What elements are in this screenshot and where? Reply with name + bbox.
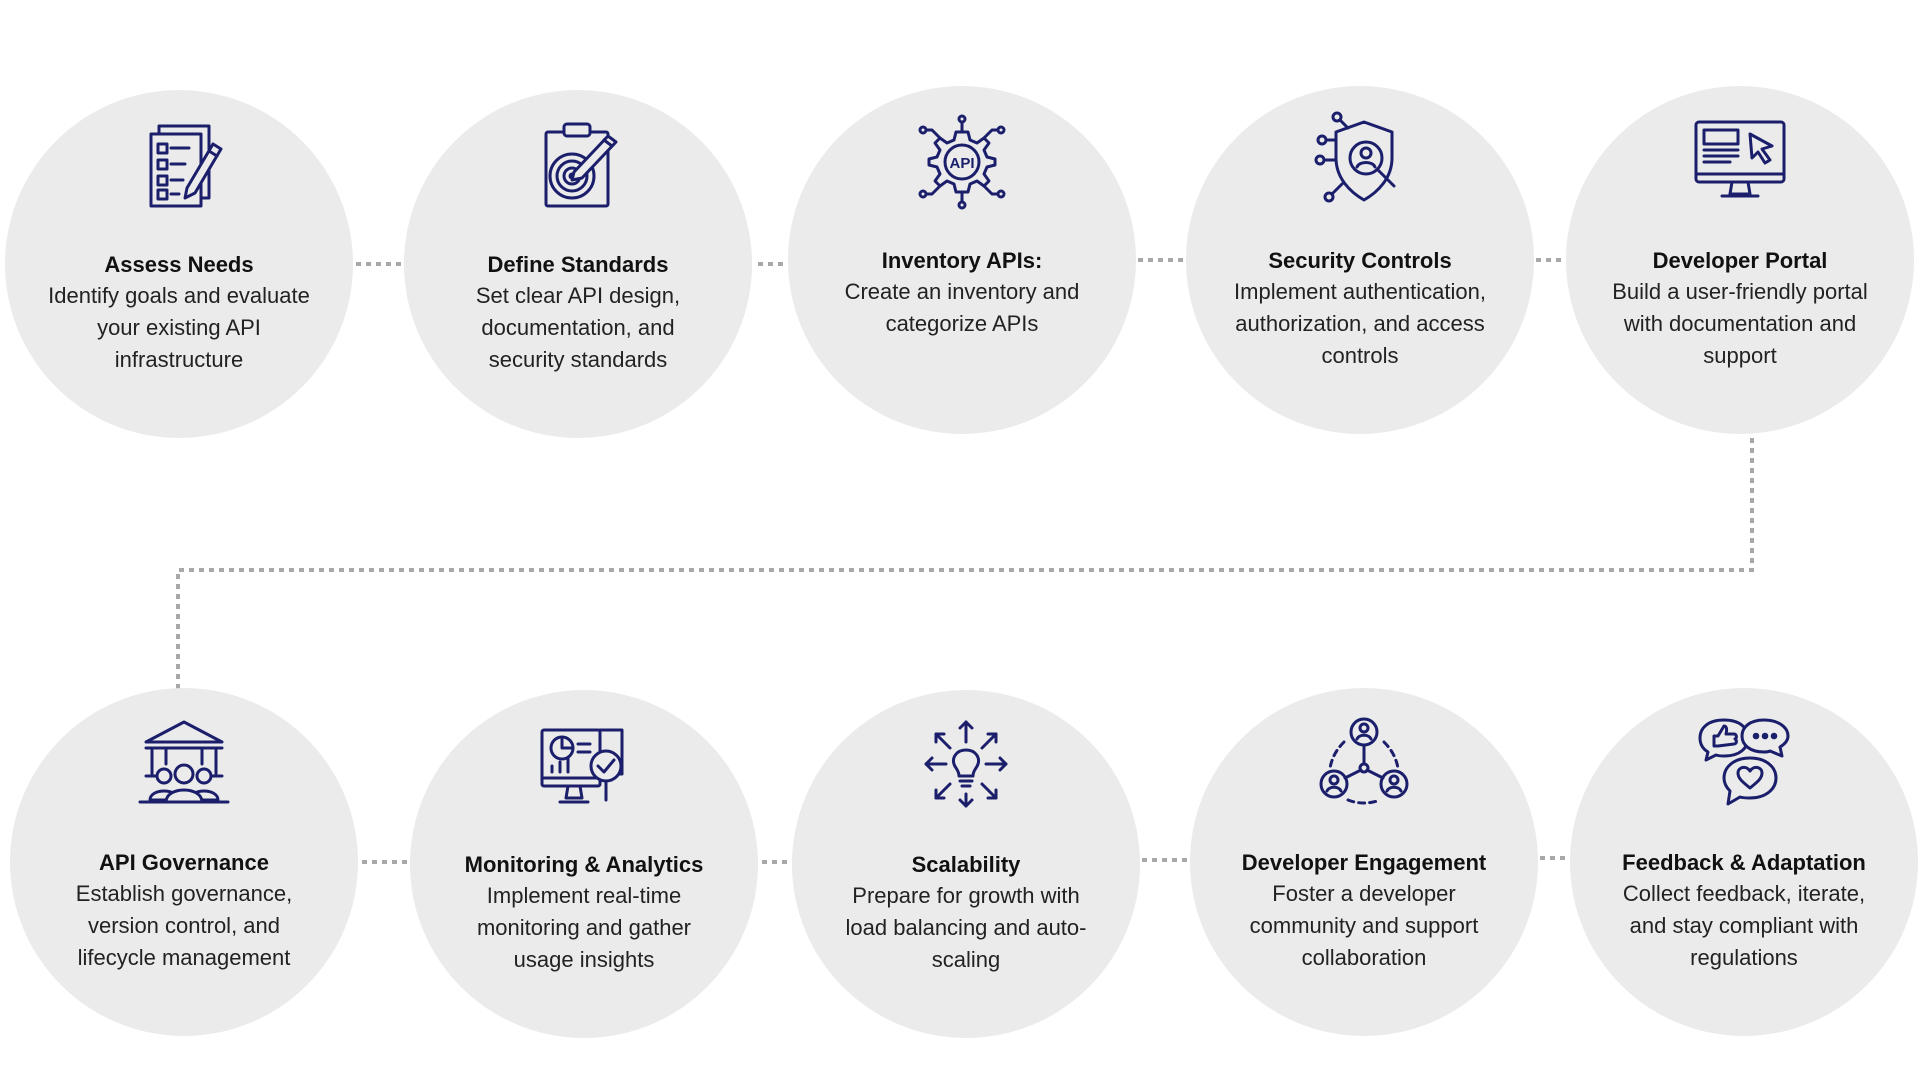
step-title: API Governance <box>99 850 269 875</box>
step-description: Create an inventory and categorize APIs <box>844 279 1080 336</box>
step-description: Build a user-friendly portal with docume… <box>1612 279 1868 368</box>
step-description: Foster a developer community and support… <box>1249 881 1479 970</box>
step-title: Developer Portal <box>1652 248 1828 273</box>
step-title: Developer Engagement <box>1241 850 1487 875</box>
step-title: Security Controls <box>1268 248 1452 273</box>
step-assess-needs: Assess Needs Identify goals and evaluate… <box>5 90 353 438</box>
step-title: Define Standards <box>487 252 669 277</box>
step-title: Assess Needs <box>104 252 254 277</box>
step-developer-portal: Developer Portal Build a user-friendly p… <box>1566 86 1914 434</box>
api-gear-icon: API <box>912 110 1012 210</box>
step-description: Prepare for growth with load balancing a… <box>845 883 1087 972</box>
step-title: Monitoring & Analytics <box>464 852 704 877</box>
step-description: Implement authentication, authorization,… <box>1234 279 1486 368</box>
checklist-pencil-icon <box>129 114 229 214</box>
monitor-cursor-icon <box>1690 110 1790 210</box>
chat-bubbles-icon <box>1694 712 1794 812</box>
step-feedback-adaptation: Feedback & Adaptation Collect feedback, … <box>1570 688 1918 1036</box>
connector-row-wrap <box>176 438 1754 690</box>
step-description: Set clear API design, documentation, and… <box>475 283 681 372</box>
analytics-monitor-icon <box>534 714 634 814</box>
community-network-icon <box>1314 712 1414 812</box>
lightbulb-arrows-icon <box>916 714 1016 814</box>
step-api-governance: API Governance Establish governance, ver… <box>10 688 358 1036</box>
step-developer-engagement: Developer Engagement Foster a developer … <box>1190 688 1538 1036</box>
step-scalability: Scalability Prepare for growth with load… <box>792 690 1140 1038</box>
shield-user-icon <box>1310 110 1410 210</box>
step-description: Collect feedback, iterate, and stay comp… <box>1622 881 1866 970</box>
step-description: Implement real-time monitoring and gathe… <box>476 883 692 972</box>
step-monitoring-analytics: Monitoring & Analytics Implement real-ti… <box>410 690 758 1038</box>
step-description: Establish governance, version control, a… <box>75 881 293 970</box>
step-title: Feedback & Adaptation <box>1622 850 1866 875</box>
step-inventory-apis: API Inventory APIs: Create an inventory … <box>788 86 1136 434</box>
step-define-standards: Define Standards Set clear API design, d… <box>404 90 752 438</box>
step-title: Scalability <box>911 852 1021 877</box>
step-title: Inventory APIs: <box>881 248 1043 273</box>
institution-people-icon <box>134 712 234 812</box>
api-icon-label: API <box>949 155 974 172</box>
step-security-controls: Security Controls Implement authenticati… <box>1186 86 1534 434</box>
step-description: Identify goals and evaluate your existin… <box>48 283 310 372</box>
clipboard-target-icon <box>528 114 628 214</box>
